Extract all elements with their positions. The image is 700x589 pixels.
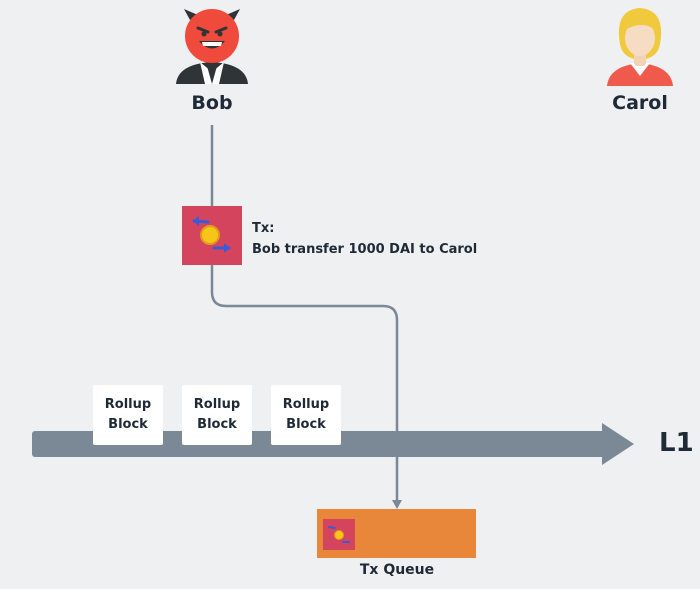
rollup-block: Rollup Block [93, 385, 163, 445]
rollup-block-line2: Block [286, 417, 326, 432]
rollup-block: Rollup Block [271, 385, 341, 445]
tx-queue-label: Tx Queue [359, 562, 435, 578]
devil-avatar-icon [176, 9, 248, 84]
rollup-block-line1: Rollup [104, 397, 152, 412]
rollup-block-line1: Rollup [193, 397, 241, 412]
rollup-block-line2: Block [108, 417, 148, 432]
rollup-block-line2: Block [197, 417, 237, 432]
transaction-description: Bob transfer 1000 DAI to Carol [252, 242, 478, 257]
transaction-title: Tx: [252, 221, 275, 236]
person-name-carol: Carol [612, 92, 668, 114]
queued-transaction-icon [323, 519, 355, 550]
rollup-block: Rollup Block [182, 385, 252, 445]
transfer-coin-icon [192, 216, 231, 253]
person-name-bob: Bob [191, 92, 233, 114]
transaction-box [182, 206, 242, 265]
rollup-block-line1: Rollup [282, 397, 330, 412]
tx-queue-box [317, 509, 476, 558]
l1-label: L1 [659, 428, 694, 458]
woman-avatar-icon [607, 8, 673, 86]
transaction-label: Tx: Bob transfer 1000 DAI to Carol [252, 218, 477, 260]
